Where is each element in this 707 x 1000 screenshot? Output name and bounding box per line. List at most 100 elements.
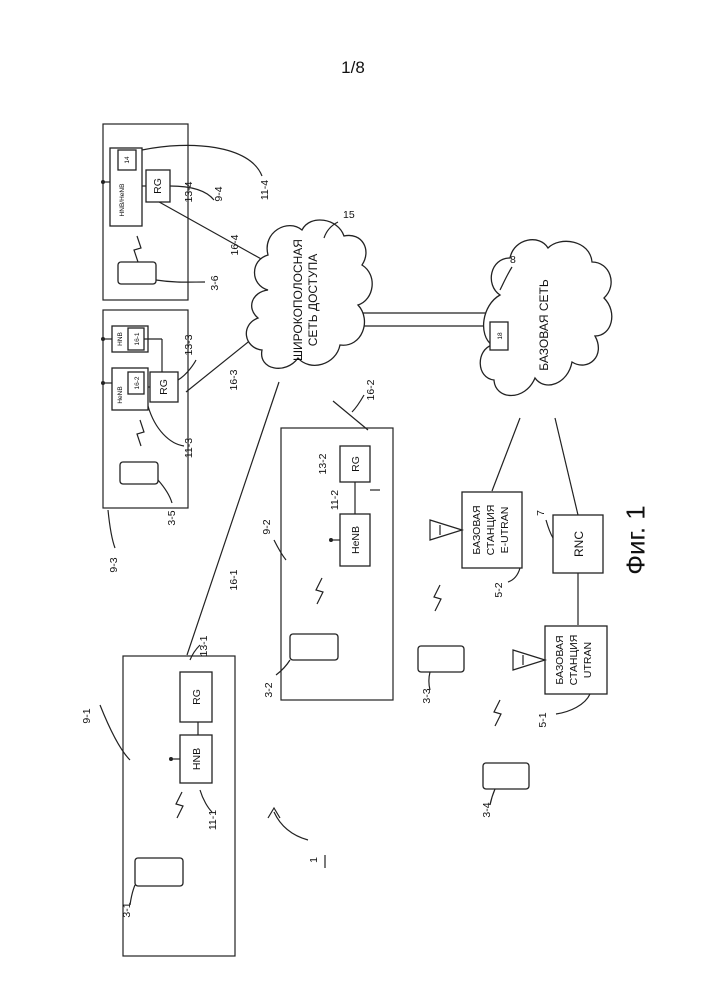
hnb-3a-label: HNB <box>117 332 124 346</box>
premises-9-1: HNB RG 13-1 11-1 3-1 9-1 16-1 1 <box>81 569 325 956</box>
eutran-radio-link <box>434 585 441 611</box>
ref-9-3: 9-3 <box>108 557 120 572</box>
hnb-3a-sublabel: 16-1 <box>134 332 141 345</box>
ref-16-4: 16-4 <box>229 234 241 255</box>
eutran-line2: СТАНЦИЯ <box>485 505 497 556</box>
ref-15: 15 <box>343 209 355 221</box>
antenna-1-tip <box>169 757 173 761</box>
ref-7: 7 <box>535 510 547 516</box>
henb-2-label: HeNB <box>350 526 362 554</box>
ref-13-4: 13-4 <box>183 181 195 202</box>
eutran-line1: БАЗОВАЯ <box>471 505 483 554</box>
leader-7 <box>546 520 553 538</box>
leader-3-6 <box>156 280 205 282</box>
ref-11-4: 11-4 <box>259 180 271 200</box>
eutran-base-station: БАЗОВАЯ СТАНЦИЯ E-UTRAN 5-2 <box>430 492 522 611</box>
ref-3-2: 3-2 <box>263 682 275 697</box>
utran-line2: СТАНЦИЯ <box>568 635 580 686</box>
mobile-3-3 <box>418 646 464 672</box>
hnb-henb-4-sublabel: 14 <box>124 156 131 164</box>
system-ref-1: 1 <box>308 857 320 863</box>
premises-9-3: HNB 16-1 HeNB 16-2 RG 13-3 11-3 16-3 3-5… <box>101 310 240 573</box>
rg-1-label: RG <box>191 689 203 705</box>
leader-9-3 <box>108 510 115 548</box>
leader-3-2 <box>276 660 290 675</box>
utran-line1: БАЗОВАЯ <box>554 635 566 684</box>
hnb-1-label: HNB <box>191 748 203 770</box>
leader-3-1 <box>130 885 135 905</box>
core-network-cloud: БАЗОВАЯ СЕТЬ 18 8 <box>480 240 612 396</box>
mobiles-macro: 3-3 3-4 <box>418 646 529 818</box>
link-16-1 <box>187 382 279 655</box>
henb-3-label: HeNB <box>117 386 124 403</box>
ref-3-1: 3-1 <box>121 902 133 917</box>
leader-3-5 <box>158 480 172 503</box>
ref-11-3: 11-3 <box>183 438 195 458</box>
link-16-2 <box>333 401 368 430</box>
utran-tower <box>513 650 545 670</box>
rnc-label: RNC <box>572 531 586 557</box>
utran-base-station: БАЗОВАЯ СТАНЦИЯ UTRAN 5-1 <box>494 626 607 728</box>
leader-11-1 <box>200 790 212 812</box>
leader-9-2 <box>274 540 286 560</box>
ref-3-4: 3-4 <box>481 802 493 817</box>
radio-link-4 <box>134 236 141 262</box>
antenna-2-tip <box>329 538 333 542</box>
antenna-3a-tip <box>101 337 105 341</box>
ref-9-2: 9-2 <box>261 519 273 534</box>
ref-11-2: 11-2 <box>329 490 341 510</box>
ref-16-2: 16-2 <box>365 379 377 400</box>
antenna-3b-tip <box>101 381 105 385</box>
link-core-rnc <box>555 418 578 515</box>
ref-8: 8 <box>510 254 516 266</box>
utran-radio-link <box>494 700 501 726</box>
leader-5-1 <box>556 694 590 714</box>
leader-11-3 <box>148 406 184 446</box>
ref-16-1: 16-1 <box>228 569 240 590</box>
radio-link-1 <box>176 792 183 818</box>
rnc-node: RNC 7 <box>535 510 603 573</box>
leader-5-2 <box>508 568 520 582</box>
eutran-tower <box>430 520 462 540</box>
hnb-henb-4-label: HNB/HeNB <box>119 184 126 217</box>
core-network-label: БАЗОВАЯ СЕТЬ <box>537 279 551 371</box>
broadband-access-cloud: ШИРОКОПОЛОСНАЯ СЕТЬ ДОСТУПА 15 <box>246 209 372 368</box>
antenna-4-tip <box>101 180 105 184</box>
radio-link-3 <box>137 420 144 446</box>
eutran-line3: E-UTRAN <box>499 507 511 554</box>
mobile-3-6 <box>118 262 156 284</box>
rg-2-label: RG <box>350 456 362 472</box>
mobile-3-1 <box>135 858 183 886</box>
premises-9-4: 14 HNB/HeNB RG 13-4 9-4 11-4 16-4 3-6 <box>101 124 271 300</box>
ref-16-3: 16-3 <box>228 369 240 390</box>
premises-9-2: HeNB RG 13-2 11-2 3-2 9-2 16-2 <box>261 379 393 700</box>
link-16-4 <box>152 198 272 265</box>
access-network-line2: СЕТЬ ДОСТУПА <box>306 254 320 347</box>
link-core-eutran <box>492 418 520 491</box>
ref-9-4: 9-4 <box>213 186 225 201</box>
rg-4-label: RG <box>152 178 164 194</box>
ref-11-1: 11-1 <box>207 810 219 830</box>
premises-9-1-frame <box>123 656 235 956</box>
ref-3-5: 3-5 <box>166 510 178 525</box>
leader-3-3 <box>429 672 430 690</box>
access-network-line1: ШИРОКОПОЛОСНАЯ <box>291 239 305 361</box>
rg-3-label: RG <box>158 379 170 395</box>
mobile-3-5 <box>120 462 158 484</box>
leader-9-1 <box>100 705 130 760</box>
ref-5-1: 5-1 <box>537 712 549 727</box>
ref-13-2: 13-2 <box>317 453 329 474</box>
utran-line3: UTRAN <box>582 642 594 678</box>
radio-link-2 <box>316 578 323 604</box>
leader-16-2 <box>352 395 364 412</box>
ref-5-2: 5-2 <box>493 582 505 597</box>
mobile-3-4 <box>483 763 529 789</box>
leader-13-3 <box>178 360 196 380</box>
ref-9-1: 9-1 <box>81 708 93 723</box>
mobile-3-2 <box>290 634 338 660</box>
ref-13-3: 13-3 <box>183 334 195 355</box>
ref-3-3: 3-3 <box>421 688 433 703</box>
henb-3-sublabel: 16-2 <box>134 376 141 389</box>
